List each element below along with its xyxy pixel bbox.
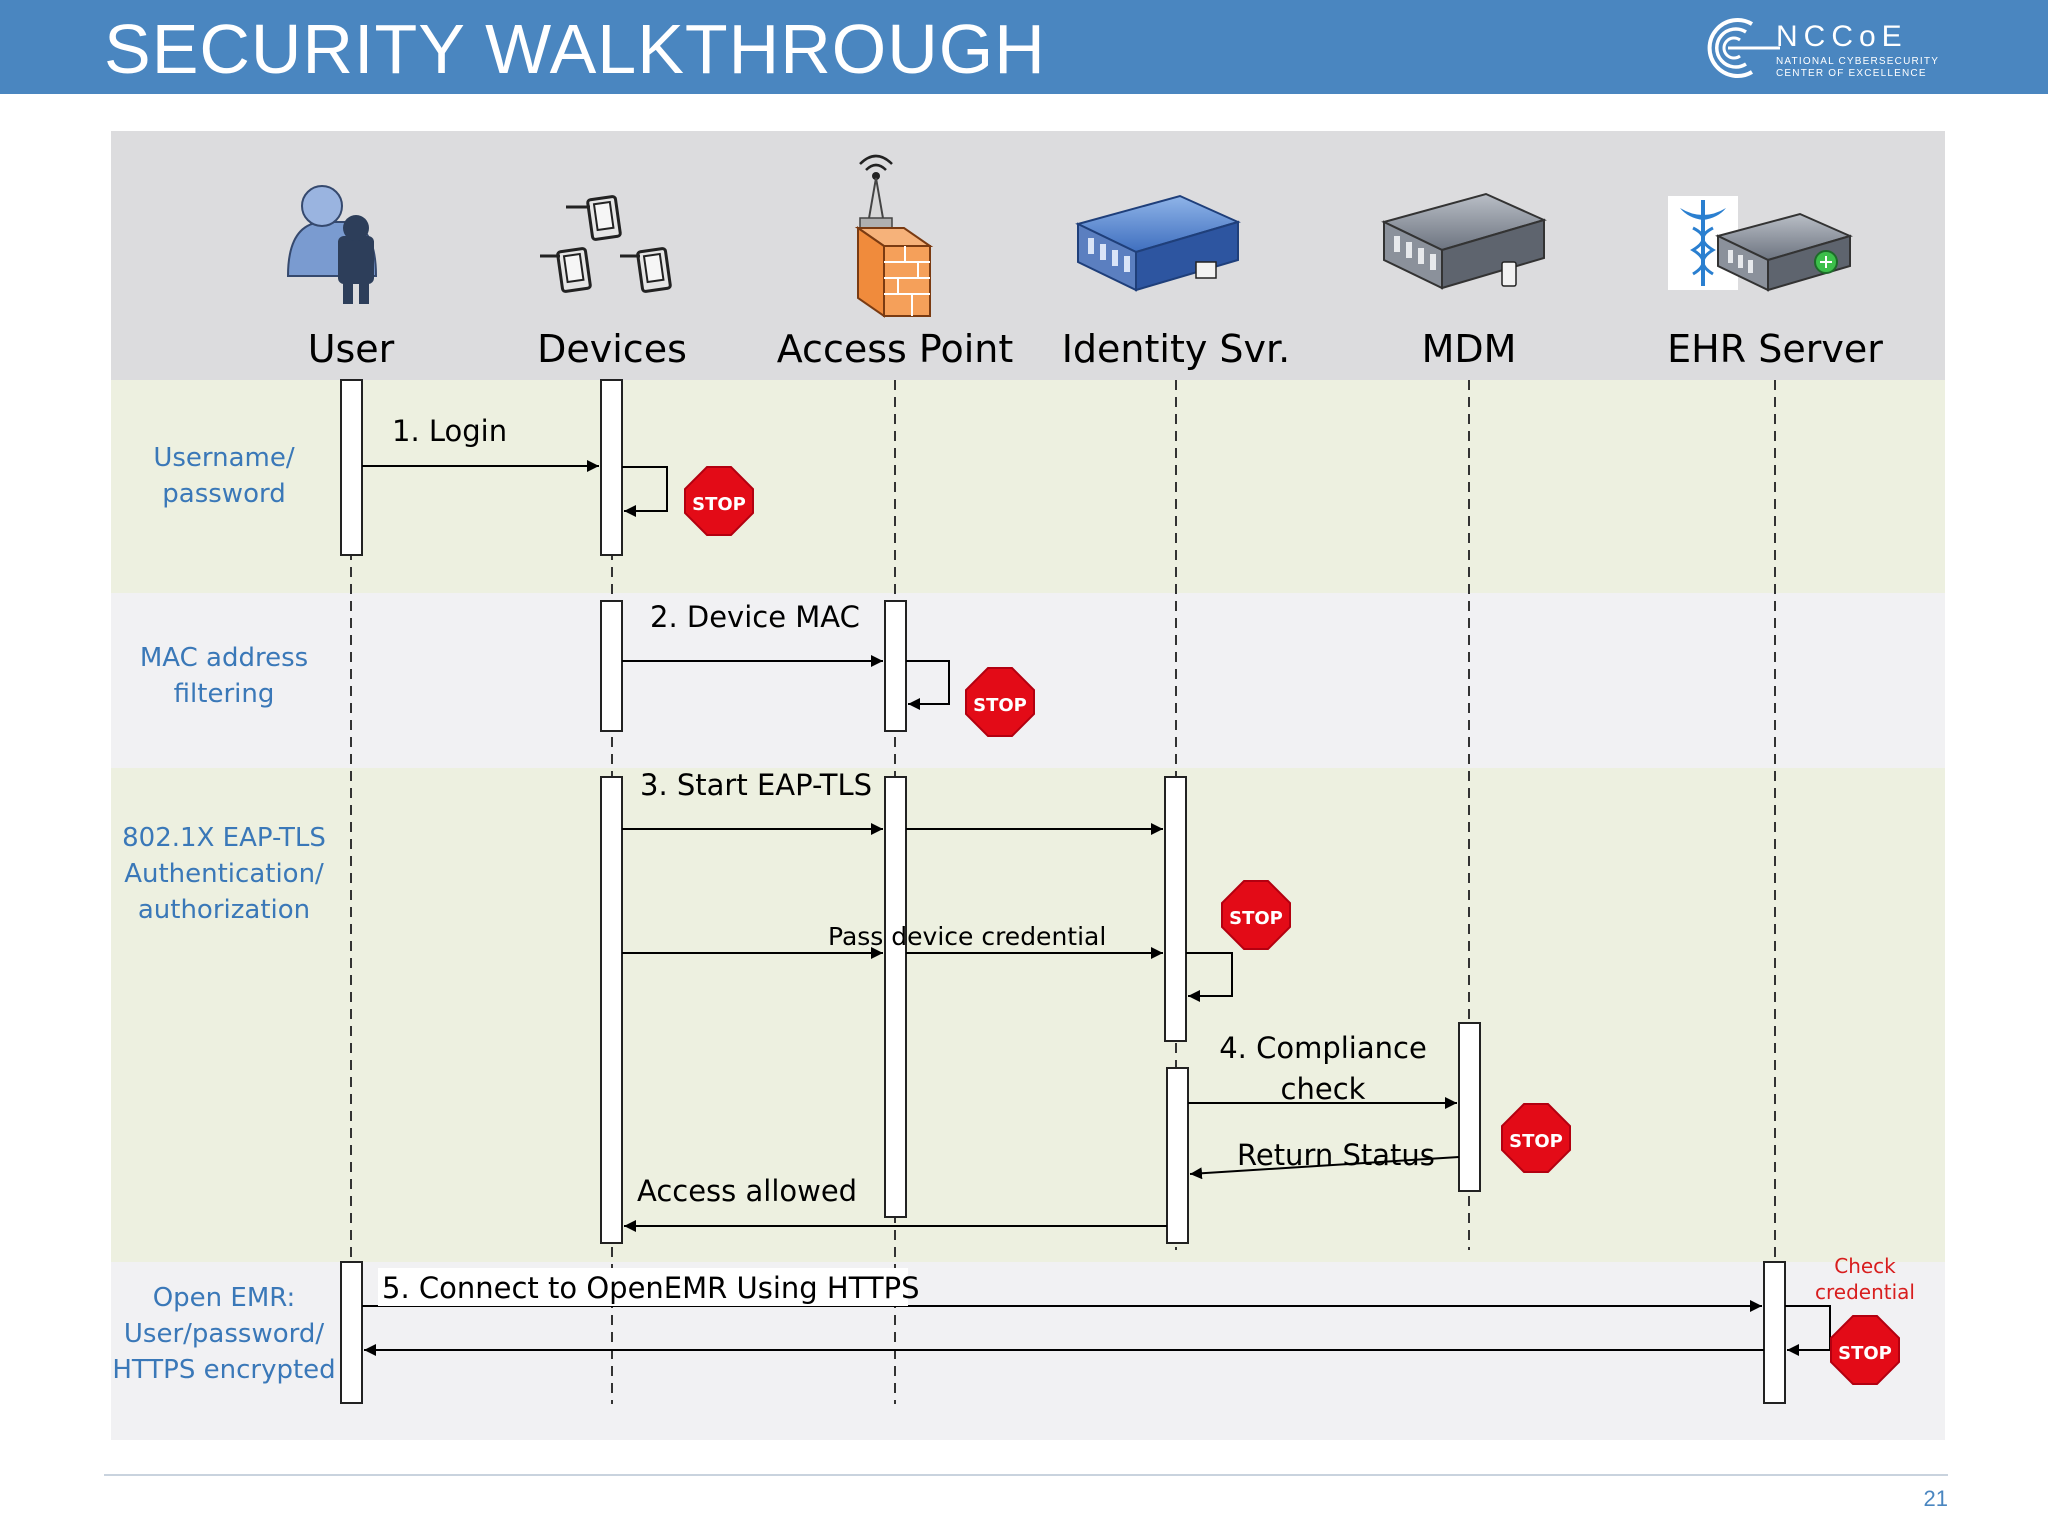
title-bar: SECURITY WALKTHROUGH NCCoE NATIONAL CYBE… <box>0 0 2048 94</box>
phase-label-eap-3: authorization <box>138 895 310 925</box>
activation-devices-login <box>600 379 623 556</box>
lifeline-label-user: User <box>308 327 395 371</box>
label-device-mac: 2. Device MAC <box>650 600 860 634</box>
phase-label-openemr-1: Open EMR: <box>153 1283 296 1313</box>
access-point-firewall-icon <box>854 154 934 318</box>
activation-ap-mac <box>884 600 907 732</box>
phase-label-mac-1: MAC address <box>140 643 308 673</box>
label-access-allowed: Access allowed <box>637 1174 857 1208</box>
footer-divider <box>104 1474 1948 1476</box>
lifeline-label-mdm: MDM <box>1422 327 1517 371</box>
stop-label: STOP <box>1838 1343 1892 1364</box>
stop-sign-icon: STOP <box>1501 1103 1571 1173</box>
user-icon <box>286 185 378 304</box>
activation-ehr-openemr <box>1763 1261 1786 1404</box>
label-check-credential-line-1: Check <box>1834 1254 1896 1278</box>
stop-label: STOP <box>1509 1131 1563 1152</box>
stop-label: STOP <box>1229 908 1283 929</box>
phase-label-eap-1: 802.1X EAP-TLS <box>122 823 326 853</box>
arrow-idsvr-self-check <box>1186 952 1233 1002</box>
logo-line-1: NATIONAL CYBERSECURITY <box>1776 56 1939 67</box>
phase-band-login <box>111 380 1945 593</box>
label-login: 1. Login <box>392 414 507 448</box>
activation-idsvr-eap <box>1164 776 1187 1042</box>
activation-idsvr-compliance <box>1166 1067 1189 1244</box>
arrow-devices-self-check <box>622 466 668 517</box>
stop-sign-icon: STOP <box>1830 1315 1900 1385</box>
lifeline-label-access-point: Access Point <box>777 327 1014 371</box>
activation-ap-eap <box>884 776 907 1218</box>
stop-sign-icon: STOP <box>684 466 754 536</box>
page-title: SECURITY WALKTHROUGH <box>104 10 1046 88</box>
activation-user-openemr <box>340 1261 363 1404</box>
label-start-eap: 3. Start EAP-TLS <box>640 768 872 802</box>
arrow-return-status <box>1189 1156 1460 1180</box>
phase-label-openemr-3: HTTPS encrypted <box>112 1355 335 1385</box>
ehr-server-icon <box>1668 196 1853 292</box>
lifeline-label-devices: Devices <box>537 327 687 371</box>
label-compliance-line-2: check <box>1281 1072 1366 1106</box>
page-number: 21 <box>1923 1486 1948 1511</box>
nccoe-logo-icon: NCCoE NATIONAL CYBERSECURITY CENTER OF E… <box>1707 18 1939 79</box>
activation-mdm <box>1458 1022 1481 1192</box>
phase-label-eap-2: Authentication/ <box>124 859 324 889</box>
label-return-status: Return Status <box>1237 1138 1435 1172</box>
devices-icon <box>540 195 672 293</box>
label-pass-credential: Pass device credential <box>828 922 1106 951</box>
stop-sign-icon: STOP <box>1221 880 1291 950</box>
lifeline-header-band <box>111 131 1945 380</box>
mdm-server-icon <box>1381 192 1547 290</box>
stop-label: STOP <box>692 494 746 515</box>
phase-label-login-2: password <box>162 479 285 509</box>
logo-line-2: CENTER OF EXCELLENCE <box>1776 68 1927 79</box>
identity-server-icon <box>1075 194 1241 292</box>
activation-user-login <box>340 379 363 556</box>
arrow-ap-self-check <box>906 660 950 710</box>
lifeline-label-ehr-server: EHR Server <box>1667 327 1883 371</box>
label-connect-openemr: 5. Connect to OpenEMR Using HTTPS <box>382 1271 920 1305</box>
label-check-credential-line-2: credential <box>1815 1280 1915 1304</box>
lifeline-label-identity-server: Identity Svr. <box>1062 327 1291 371</box>
phase-label-mac-2: filtering <box>174 679 275 709</box>
phase-label-openemr-2: User/password/ <box>124 1319 324 1349</box>
phase-band-mac <box>111 593 1945 768</box>
stop-sign-icon: STOP <box>965 667 1035 737</box>
stop-label: STOP <box>973 695 1027 716</box>
phase-band-eap <box>111 768 1945 1262</box>
label-compliance-line-1: 4. Compliance <box>1219 1031 1427 1065</box>
activation-devices-mac <box>600 600 623 732</box>
logo-name: NCCoE <box>1776 20 1908 53</box>
phase-label-login-1: Username/ <box>153 443 295 473</box>
activation-devices-eap <box>600 776 623 1244</box>
arrow-ehr-self-check <box>1785 1305 1831 1356</box>
label-connect-openemr-bg <box>378 1268 908 1306</box>
